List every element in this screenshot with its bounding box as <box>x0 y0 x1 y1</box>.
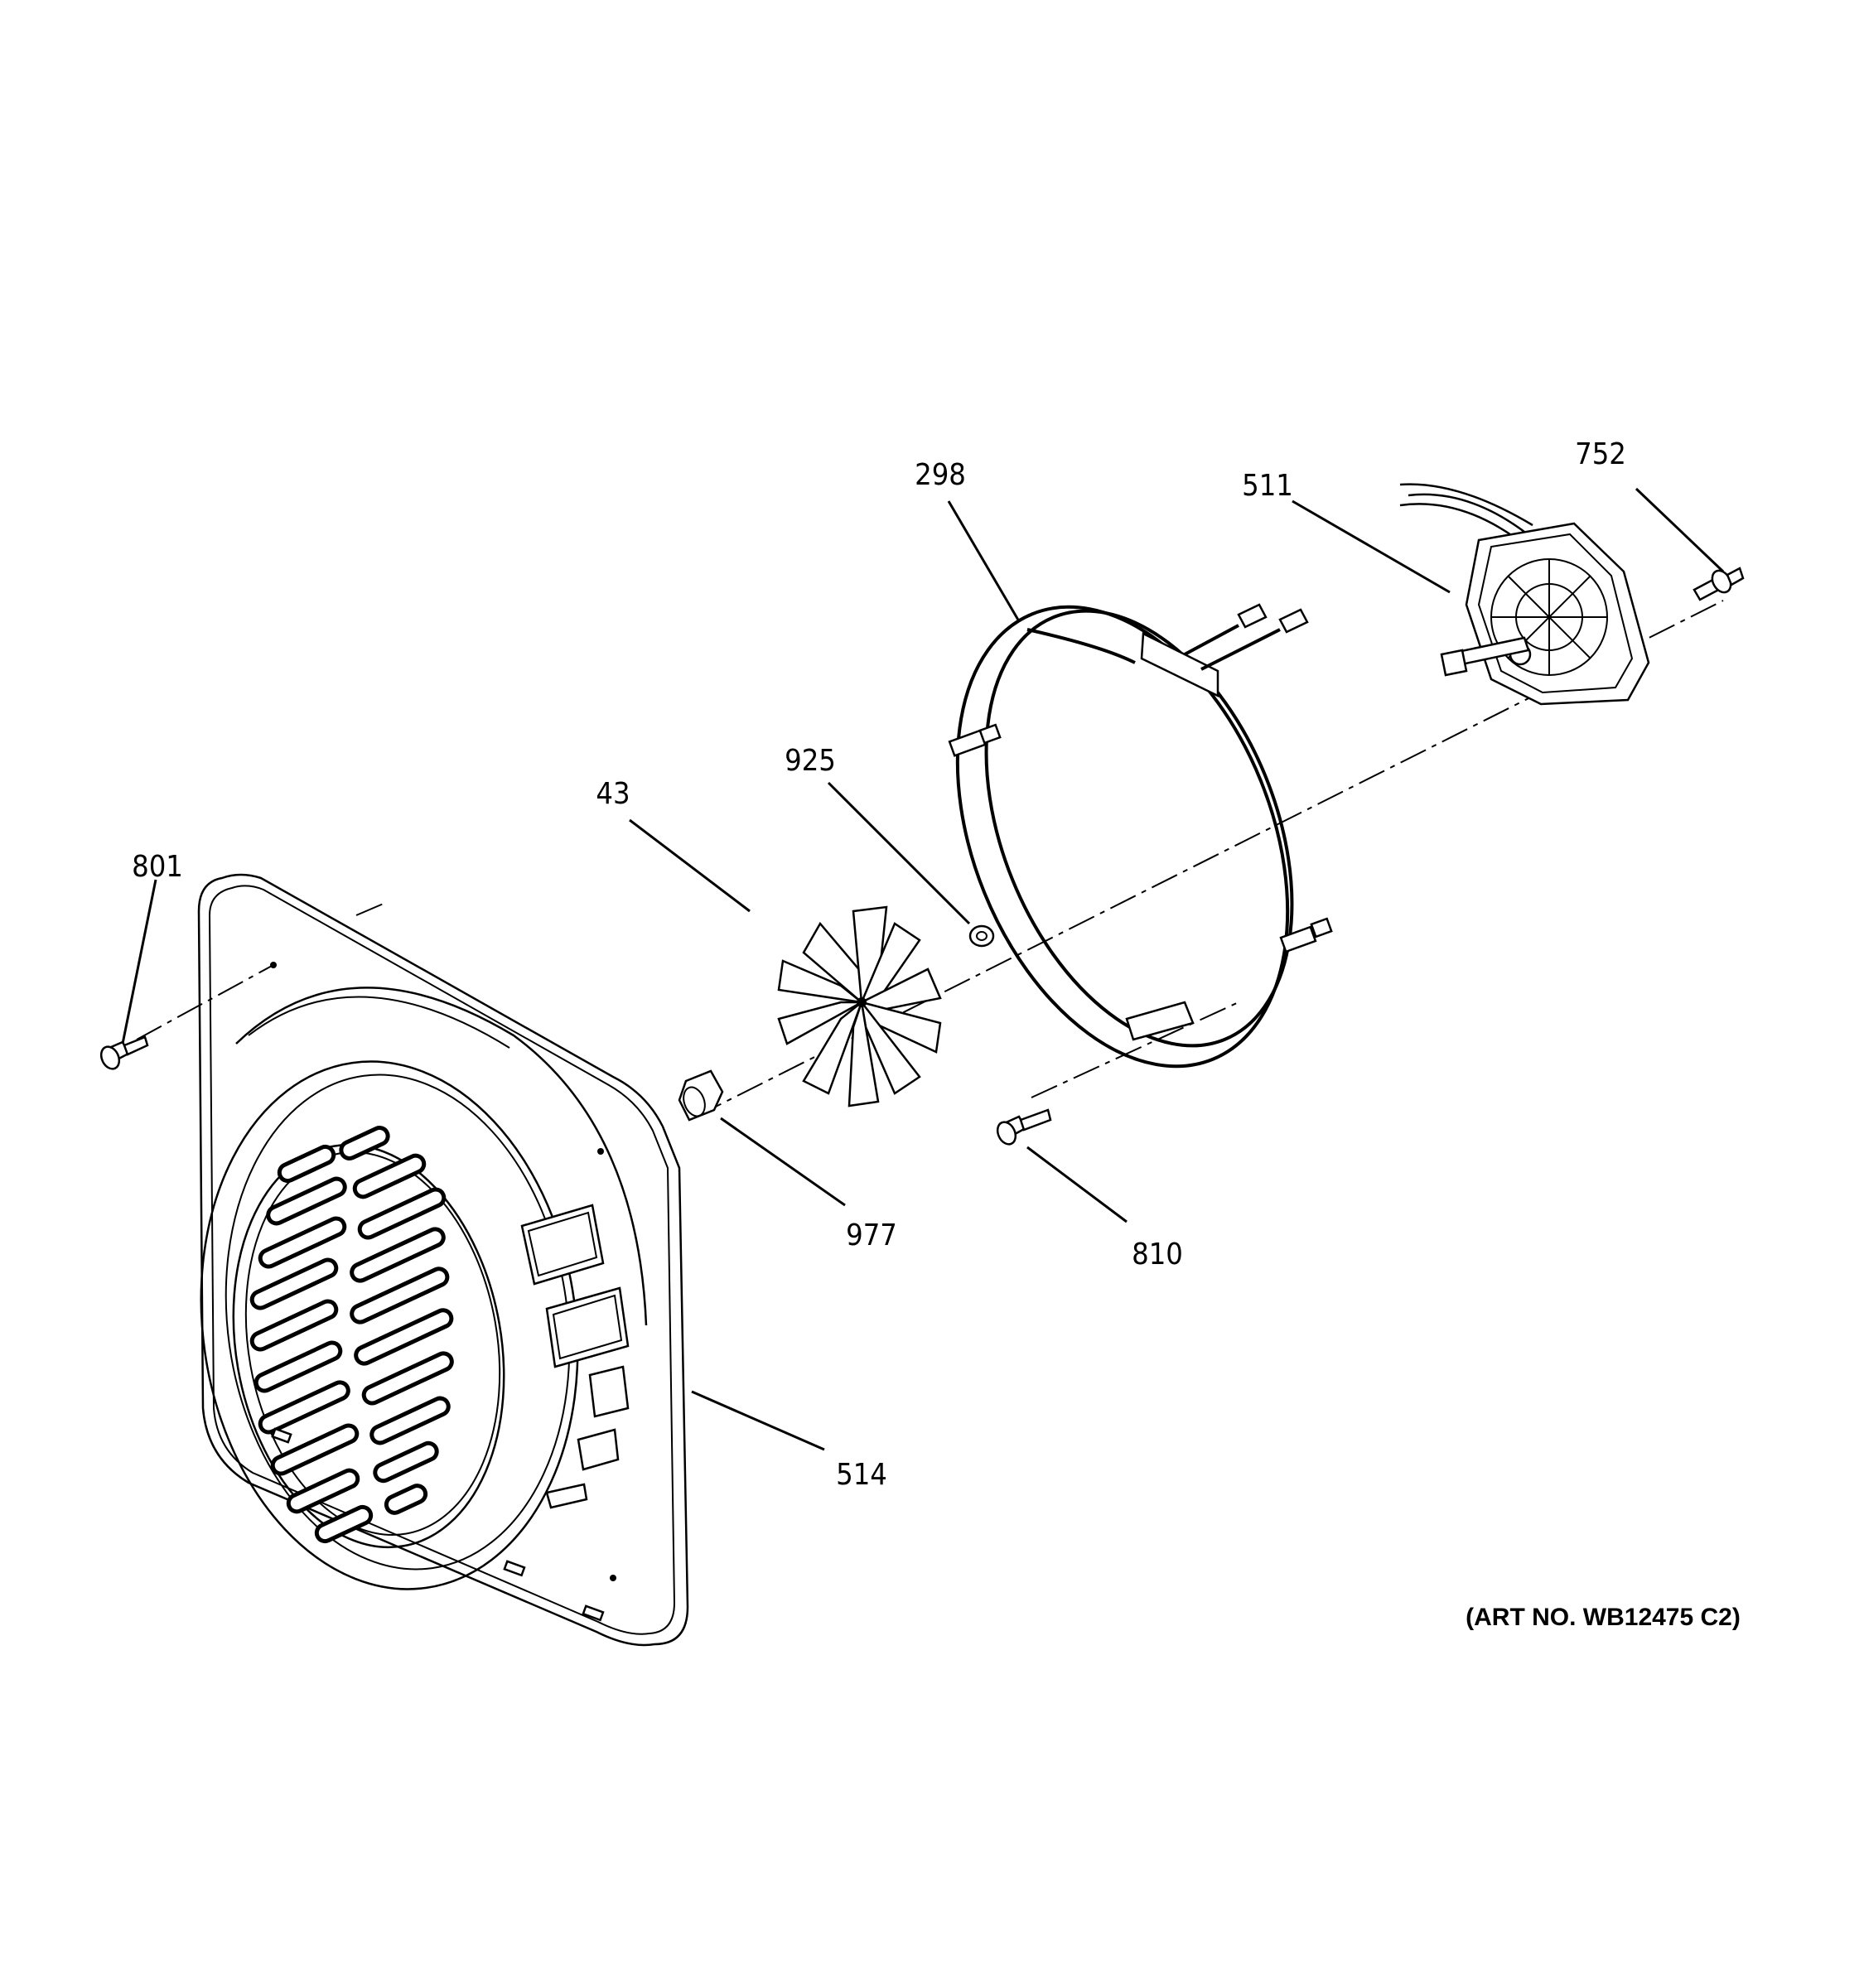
screw-icon <box>1693 567 1745 601</box>
callout-752: 752 <box>1575 437 1626 471</box>
callout-labels: 801 43 925 298 511 752 977 810 514 <box>132 437 1626 1492</box>
fan-cover-baffle-icon <box>197 873 689 1647</box>
callout-801: 801 <box>132 850 183 884</box>
screw-icon <box>996 1108 1052 1146</box>
callout-514: 514 <box>836 1458 887 1492</box>
washer-icon <box>968 924 995 948</box>
leader-lines <box>121 487 1725 1451</box>
art-number: (ART NO. WB12475 C2) <box>1466 1604 1741 1631</box>
fan-blade-icon <box>777 905 942 1107</box>
callout-810: 810 <box>1132 1238 1183 1271</box>
callout-511: 511 <box>1242 469 1293 503</box>
callout-298: 298 <box>915 458 966 492</box>
screw-icon <box>99 1035 149 1070</box>
callout-925: 925 <box>785 744 836 778</box>
heating-element-ring-icon <box>948 603 1333 1069</box>
callout-43: 43 <box>596 777 630 811</box>
nut-icon <box>678 1069 724 1122</box>
motor-icon <box>1399 483 1650 706</box>
grille-slots <box>249 1126 454 1544</box>
callout-977: 977 <box>846 1218 897 1252</box>
